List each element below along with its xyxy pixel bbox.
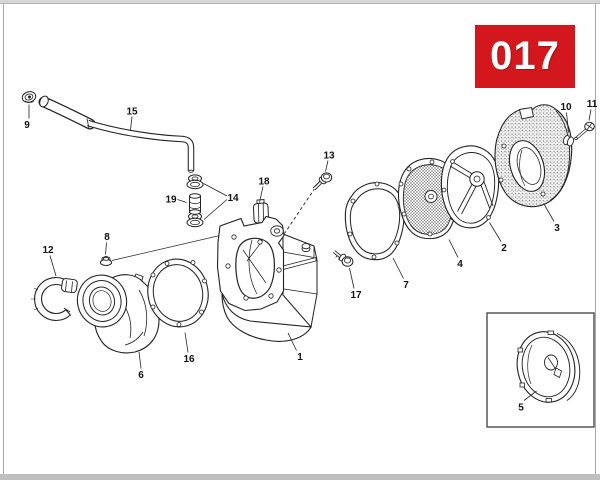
part-9-grommet xyxy=(21,91,37,103)
part-10-washer xyxy=(562,135,575,147)
callout-7: 7 xyxy=(403,280,409,291)
callout-3: 3 xyxy=(554,223,560,234)
bolt-13-dashed-axis xyxy=(284,187,316,234)
callout-13: 13 xyxy=(323,151,335,162)
part-19-inline-filter xyxy=(189,193,201,215)
callout-4: 4 xyxy=(457,259,463,270)
page-edge-bottom xyxy=(0,474,600,480)
callout-11: 11 xyxy=(587,99,598,110)
part-2-retaining-frame xyxy=(440,145,508,229)
callout-18: 18 xyxy=(258,177,270,188)
part-1-airbox-housing xyxy=(216,215,318,342)
callout-17: 17 xyxy=(350,290,362,301)
part-11-screw xyxy=(574,121,595,140)
page-number-badge: 017 xyxy=(475,25,575,88)
callout-16: 16 xyxy=(183,354,195,365)
part-7-gasket xyxy=(344,181,405,261)
part-17-bolt xyxy=(332,250,354,267)
part-15-breather-tube xyxy=(38,95,195,173)
callout-15: 15 xyxy=(126,107,138,118)
inset-box xyxy=(486,312,595,428)
part-5-cover xyxy=(516,330,581,403)
callout-6: 6 xyxy=(138,370,144,381)
callout-1: 1 xyxy=(297,352,303,363)
part-16-gasket-ring xyxy=(147,258,209,328)
callout-9: 9 xyxy=(24,120,30,131)
callout-5: 5 xyxy=(518,403,524,414)
callout-12: 12 xyxy=(42,245,54,256)
page-edge-right xyxy=(595,3,596,474)
part-3-foam-element xyxy=(494,104,573,208)
callout-14: 14 xyxy=(227,193,239,204)
part-6-intake-elbow xyxy=(76,273,160,354)
page-edge-top xyxy=(0,0,600,4)
page-number: 017 xyxy=(490,34,560,78)
callout-10: 10 xyxy=(560,102,572,113)
part-14-clamp-fittings xyxy=(186,174,204,228)
page-edge-left xyxy=(3,3,4,474)
callout-8: 8 xyxy=(104,232,110,243)
callout-2: 2 xyxy=(501,243,507,254)
callout-19: 19 xyxy=(165,195,177,206)
part-8-nut xyxy=(99,255,113,266)
part-13-bolt xyxy=(312,172,333,191)
leader-lines xyxy=(28,104,592,401)
part-12-clamp xyxy=(31,276,78,322)
